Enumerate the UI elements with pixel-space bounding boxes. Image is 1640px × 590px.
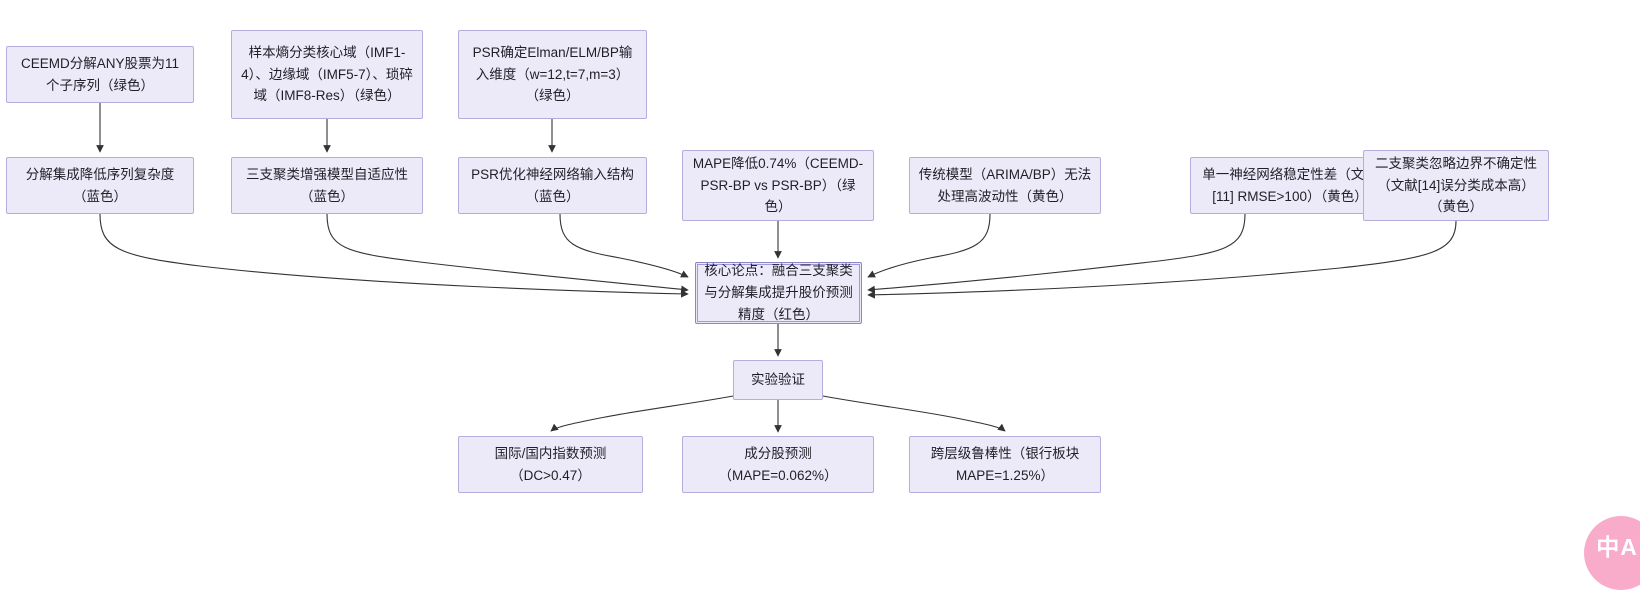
node-label: 分解集成降低序列复杂度（蓝色） <box>25 166 175 204</box>
edge-n6-core <box>559 213 689 278</box>
edge-n4-core <box>99 213 689 298</box>
node-mape-reduction[interactable]: MAPE降低0.74%（CEEMD-PSR-BP vs PSR-BP）（绿色） <box>682 150 874 221</box>
node-label: 成分股预测（MAPE=0.062%） <box>718 445 838 483</box>
node-psr-optimizes-nn-input[interactable]: PSR优化神经网络输入结构（蓝色） <box>458 157 647 214</box>
flowchart-canvas: CEEMD分解ANY股票为11个子序列（绿色） 样本熵分类核心域（IMF1-4）… <box>6 30 1640 590</box>
node-traditional-model-limitation[interactable]: 传统模型（ARIMA/BP）无法处理高波动性（黄色） <box>909 157 1101 214</box>
edge-verify-r1 <box>550 395 734 432</box>
node-label: 二支聚类忽略边界不确定性（文献[14]误分类成本高）（黄色） <box>1375 155 1537 215</box>
node-ceemd-decomposition[interactable]: CEEMD分解ANY股票为11个子序列（绿色） <box>6 46 194 103</box>
watermark-badge: 中A <box>1584 516 1640 590</box>
node-label: CEEMD分解ANY股票为11个子序列（绿色） <box>20 55 180 93</box>
node-sample-entropy-classification[interactable]: 样本熵分类核心域（IMF1-4）、边缘域（IMF5-7）、琐碎域（IMF8-Re… <box>231 30 423 119</box>
node-label: 实验验证 <box>751 372 805 388</box>
node-two-way-clustering-boundary[interactable]: 二支聚类忽略边界不确定性（文献[14]误分类成本高）（黄色） <box>1363 150 1549 221</box>
node-decomposition-reduces-complexity[interactable]: 分解集成降低序列复杂度（蓝色） <box>6 157 194 214</box>
node-label: 核心论点：融合三支聚类与分解集成提升股价预测精度（红色） <box>704 263 853 322</box>
edge-n8-core <box>867 213 991 278</box>
node-label: 三支聚类增强模型自适应性（蓝色） <box>246 166 408 204</box>
watermark-label: 中A <box>1596 533 1638 560</box>
node-label: 传统模型（ARIMA/BP）无法处理高波动性（黄色） <box>918 166 1092 204</box>
node-single-nn-instability[interactable]: 单一神经网络稳定性差（文献[11] RMSE>100）（黄色） <box>1190 157 1390 214</box>
node-label: 样本熵分类核心域（IMF1-4）、边缘域（IMF5-7）、琐碎域（IMF8-Re… <box>241 44 413 104</box>
node-label: PSR确定Elman/ELM/BP输入维度（w=12,t=7,m=3）（绿色） <box>472 44 633 104</box>
node-label: 单一神经网络稳定性差（文献[11] RMSE>100）（黄色） <box>1202 166 1378 204</box>
node-constituent-stock-result[interactable]: 成分股预测（MAPE=0.062%） <box>682 436 874 493</box>
node-psr-input-dimension[interactable]: PSR确定Elman/ELM/BP输入维度（w=12,t=7,m=3）（绿色） <box>458 30 647 119</box>
edge-n9-core <box>867 213 1246 294</box>
node-cross-level-robustness-result[interactable]: 跨层级鲁棒性（银行板块MAPE=1.25%） <box>909 436 1101 493</box>
node-core-argument[interactable]: 核心论点：融合三支聚类与分解集成提升股价预测精度（红色） <box>695 262 862 324</box>
node-label: PSR优化神经网络输入结构（蓝色） <box>471 166 634 204</box>
node-index-prediction-result[interactable]: 国际/国内指数预测（DC>0.47） <box>458 436 643 493</box>
edge-n10-core <box>867 220 1457 299</box>
node-experimental-verification[interactable]: 实验验证 <box>733 360 823 400</box>
edge-n5-core <box>326 213 689 294</box>
node-label: MAPE降低0.74%（CEEMD-PSR-BP vs PSR-BP）（绿色） <box>692 155 864 215</box>
node-label: 跨层级鲁棒性（银行板块MAPE=1.25%） <box>930 445 1080 483</box>
node-label: 国际/国内指数预测（DC>0.47） <box>494 445 607 483</box>
edge-verify-r3 <box>822 395 1006 432</box>
node-three-way-clustering-adaptivity[interactable]: 三支聚类增强模型自适应性（蓝色） <box>231 157 423 214</box>
